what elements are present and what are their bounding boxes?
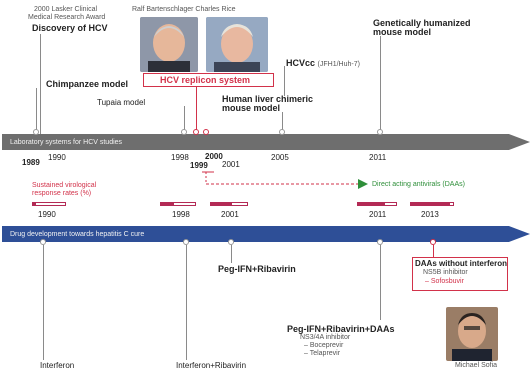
year-label: 1998: [172, 210, 190, 219]
svr-bar-fill: [357, 202, 385, 206]
peg-ifn-label: Peg-IFN+Ribavirin: [218, 264, 296, 274]
peg-daa-label: Peg-IFN+Ribavirin+DAAs: [287, 324, 395, 334]
bullet-dash: –: [425, 278, 431, 285]
portrait-photo-bottom: [446, 307, 498, 361]
award-line2: Medical Research Award: [28, 14, 106, 21]
hcvcc-rest: (JFH1/Huh-7): [317, 61, 360, 68]
svr-bar-fill: [410, 202, 450, 206]
timeline-dot: [193, 129, 199, 135]
connector-ifn-rib: [186, 245, 187, 360]
year-label: 2013: [421, 210, 439, 219]
year-label: 2005: [271, 153, 289, 162]
svr-bar: [32, 202, 66, 206]
year-label: 2000: [205, 152, 223, 161]
portrait-caption: Michael Sofia: [455, 362, 498, 369]
lab-systems-banner: Laboratory systems for HCV studies: [2, 134, 530, 150]
boceprevir-text: Boceprevir: [309, 342, 344, 349]
svr-bar-fill: [32, 202, 36, 206]
connector-hcvcc: [284, 66, 285, 96]
connector-daa-free: [433, 245, 434, 257]
replicon-box: [143, 73, 274, 87]
tupaia-label: Tupaia model: [97, 98, 146, 107]
connector-chimp: [36, 88, 37, 134]
daas-free-box: [412, 257, 508, 291]
svr-label-2: response rates (%): [32, 190, 92, 197]
ns3-label: NS3/4A inhibitor: [300, 334, 351, 341]
svr-label-1: Sustained virological: [32, 182, 97, 189]
year-label: 1998: [171, 153, 189, 162]
award-line1: 2000 Lasker Clinical: [34, 6, 98, 13]
connector-humanized: [380, 36, 381, 134]
hcvcc-bold: HCVcc: [286, 58, 316, 68]
timeline-dot: [430, 239, 436, 245]
daa-arrow: [202, 171, 368, 189]
year-label: 1990: [38, 210, 56, 219]
connector-chimeric: [282, 112, 283, 134]
daas-free-title: DAAs without interferon: [415, 259, 507, 268]
daa-label: Direct acting antivirals (DAAs): [372, 181, 465, 188]
year-label: 2001: [221, 210, 239, 219]
timeline-dot: [377, 129, 383, 135]
chimeric-label-1: Human liver chimeric: [222, 94, 314, 104]
replicon-label: HCV replicon system: [160, 75, 251, 85]
timeline-dot: [40, 239, 46, 245]
portrait-photo-left: [140, 17, 198, 72]
telaprevir-text: Telaprevir: [309, 350, 341, 357]
timeline-dot: [183, 239, 189, 245]
drug-development-banner-label: Drug development towards hepatitis C cur…: [10, 230, 145, 238]
ifn-rib-label: Interferon+Ribavirin: [176, 361, 247, 370]
portrait-photo-right: [206, 17, 268, 72]
timeline-dot: [181, 129, 187, 135]
bullet-dash: –: [304, 350, 310, 357]
sofosbuvir-text: Sofosbuvir: [430, 278, 464, 285]
sofosbuvir-label: – Sofosbuvir: [425, 278, 464, 286]
chimeric-label-2: mouse model: [222, 103, 281, 113]
lab-systems-banner-label: Laboratory systems for HCV studies: [10, 138, 123, 146]
svr-bar-fill: [160, 202, 174, 206]
timeline-dot: [228, 239, 234, 245]
hcvcc-label: HCVcc (JFH1/Huh-7): [286, 58, 360, 70]
timeline-dot: [279, 129, 285, 135]
connector-peg: [231, 245, 232, 263]
connector-replicon: [196, 87, 197, 134]
svr-bar-fill: [210, 202, 232, 206]
connector-award: [40, 34, 41, 134]
timeline-dot: [33, 129, 39, 135]
year-label: 2011: [369, 153, 387, 162]
year-label: 2011: [369, 210, 387, 219]
year-label: 1989: [22, 158, 40, 167]
year-label-1999: 1999: [190, 161, 208, 170]
boceprevir-label: – Boceprevir: [304, 342, 343, 350]
humanized-label-1: Genetically humanized: [373, 18, 471, 28]
timeline-dot: [377, 239, 383, 245]
photo-names: Ralf Bartenschlager Charles Rice: [132, 6, 236, 13]
interferon-label: Interferon: [40, 361, 75, 370]
drug-development-banner: Drug development towards hepatitis C cur…: [2, 226, 530, 242]
bullet-dash: –: [304, 342, 310, 349]
ns5b-label: NS5B inhibitor: [423, 269, 468, 276]
humanized-label-2: mouse model: [373, 27, 432, 37]
connector-interferon: [43, 245, 44, 360]
chimpanzee-label: Chimpanzee model: [46, 79, 129, 89]
timeline-dot: [203, 129, 209, 135]
year-label: 1990: [48, 153, 66, 162]
connector-peg-daa: [380, 245, 381, 320]
award-line3: Discovery of HCV: [32, 23, 108, 33]
connector-tupaia: [184, 106, 185, 134]
year-label: 2001: [222, 160, 240, 169]
telaprevir-label: – Telaprevir: [304, 350, 340, 358]
